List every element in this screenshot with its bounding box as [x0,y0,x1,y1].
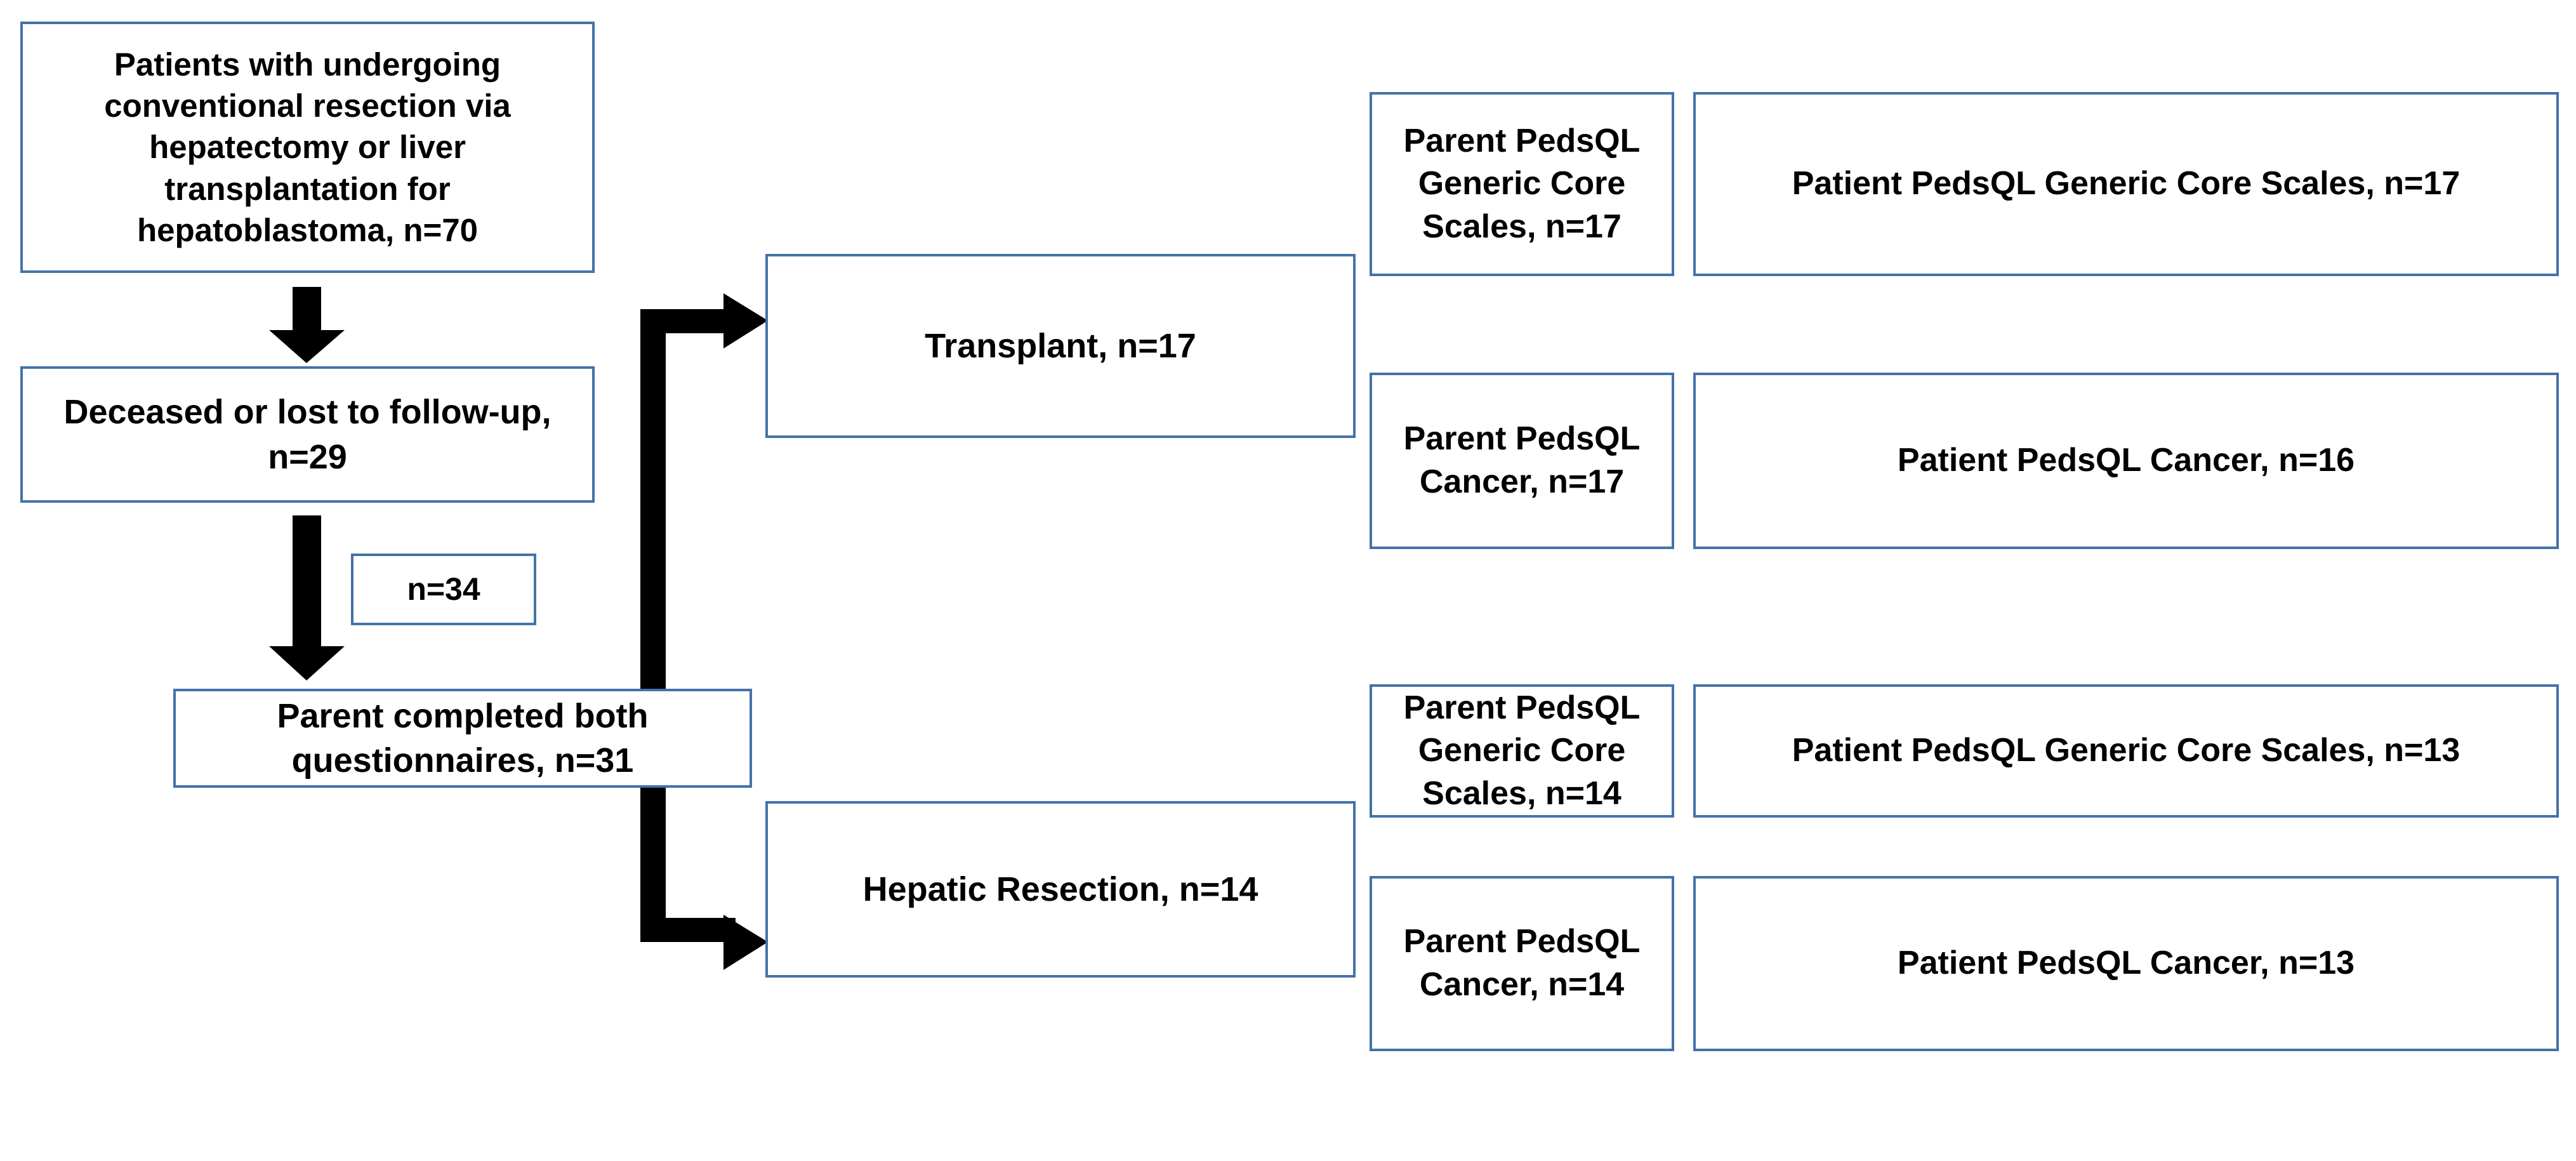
node-cohort: Patients with undergoing conventional re… [20,22,595,273]
node-cohort-label: Patients with undergoing conventional re… [104,46,511,248]
node-transplant-patient-generic-core-label: Patient PedsQL Generic Core Scales, n=17 [1792,165,2460,202]
node-resection-patient-cancer-label: Patient PedsQL Cancer, n=13 [1897,945,2355,982]
node-transplant-patient-cancer: Patient PedsQL Cancer, n=16 [1693,373,2559,549]
arrow-excluded-to-completed [269,515,345,680]
node-resection-parent-generic-core: Parent PedsQL Generic Core Scales, n=14 [1370,684,1674,818]
node-resection-patient-cancer: Patient PedsQL Cancer, n=13 [1693,876,2559,1051]
node-remaining-label: n=34 [407,571,480,607]
node-hepatic-resection-group: Hepatic Resection, n=14 [765,801,1356,978]
node-transplant-group: Transplant, n=17 [765,254,1356,438]
arrow-completed-to-transplant [640,293,768,690]
node-transplant-patient-generic-core: Patient PedsQL Generic Core Scales, n=17 [1693,92,2559,276]
node-transplant-parent-cancer: Parent PedsQL Cancer, n=17 [1370,373,1674,549]
node-resection-label: Hepatic Resection, n=14 [862,870,1258,908]
node-transplant-parent-cancer-label: Parent PedsQL Cancer, n=17 [1403,420,1641,500]
node-resection-parent-cancer-label: Parent PedsQL Cancer, n=14 [1403,923,1641,1003]
node-transplant-parent-generic-core-label: Parent PedsQL Generic Core Scales, n=17 [1403,122,1641,245]
arrow-cohort-to-excluded [269,287,345,363]
node-remaining-count: n=34 [351,554,536,625]
node-resection-parent-generic-core-label: Parent PedsQL Generic Core Scales, n=14 [1403,689,1641,812]
node-resection-patient-generic-core-label: Patient PedsQL Generic Core Scales, n=13 [1792,732,2460,769]
node-transplant-patient-cancer-label: Patient PedsQL Cancer, n=16 [1897,442,2355,479]
node-transplant-label: Transplant, n=17 [925,326,1196,365]
node-excluded-label: Deceased or lost to follow-up, n=29 [63,393,552,476]
node-parent-completed: Parent completed both questionnaires, n=… [173,689,752,788]
node-excluded: Deceased or lost to follow-up, n=29 [20,366,595,503]
node-transplant-parent-generic-core: Parent PedsQL Generic Core Scales, n=17 [1370,92,1674,276]
node-completed-label: Parent completed both questionnaires, n=… [277,696,649,780]
node-resection-parent-cancer: Parent PedsQL Cancer, n=14 [1370,876,1674,1051]
arrow-completed-to-resection [640,788,768,970]
node-resection-patient-generic-core: Patient PedsQL Generic Core Scales, n=13 [1693,684,2559,818]
